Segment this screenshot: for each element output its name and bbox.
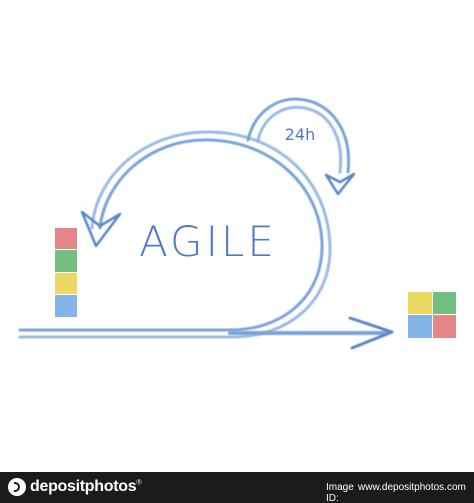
agile-cycle-diagram: AGILE 24h (18, 97, 456, 350)
depositphotos-logo-icon (8, 478, 26, 496)
cycle-duration-label: 24h (285, 125, 316, 144)
product-block-green (433, 292, 456, 314)
brand-text: depositphotos (30, 478, 137, 495)
backlog-block-blue (55, 295, 77, 317)
agile-label: AGILE (139, 217, 277, 266)
product-block-red (433, 315, 456, 338)
product-block-blue (408, 315, 432, 338)
backlog-block-red (55, 228, 77, 249)
brand-name: depositphotos® (30, 478, 141, 496)
release-arrow (228, 316, 394, 350)
backlog-stack (55, 228, 77, 317)
watermark-footer: depositphotos® Image ID: 174148012 www.d… (0, 472, 474, 503)
image-id: Image ID: 174148012 (326, 482, 354, 503)
backlog-block-green (55, 250, 77, 272)
backlog-block-yellow (55, 273, 77, 294)
product-increment-grid (408, 292, 456, 338)
brand-mark: ® (136, 479, 142, 487)
sprint-loop-arrow (18, 130, 332, 339)
product-block-yellow (408, 292, 432, 314)
site-url: www.depositphotos.com (358, 482, 466, 493)
daily-cycle-arrow (246, 97, 356, 196)
